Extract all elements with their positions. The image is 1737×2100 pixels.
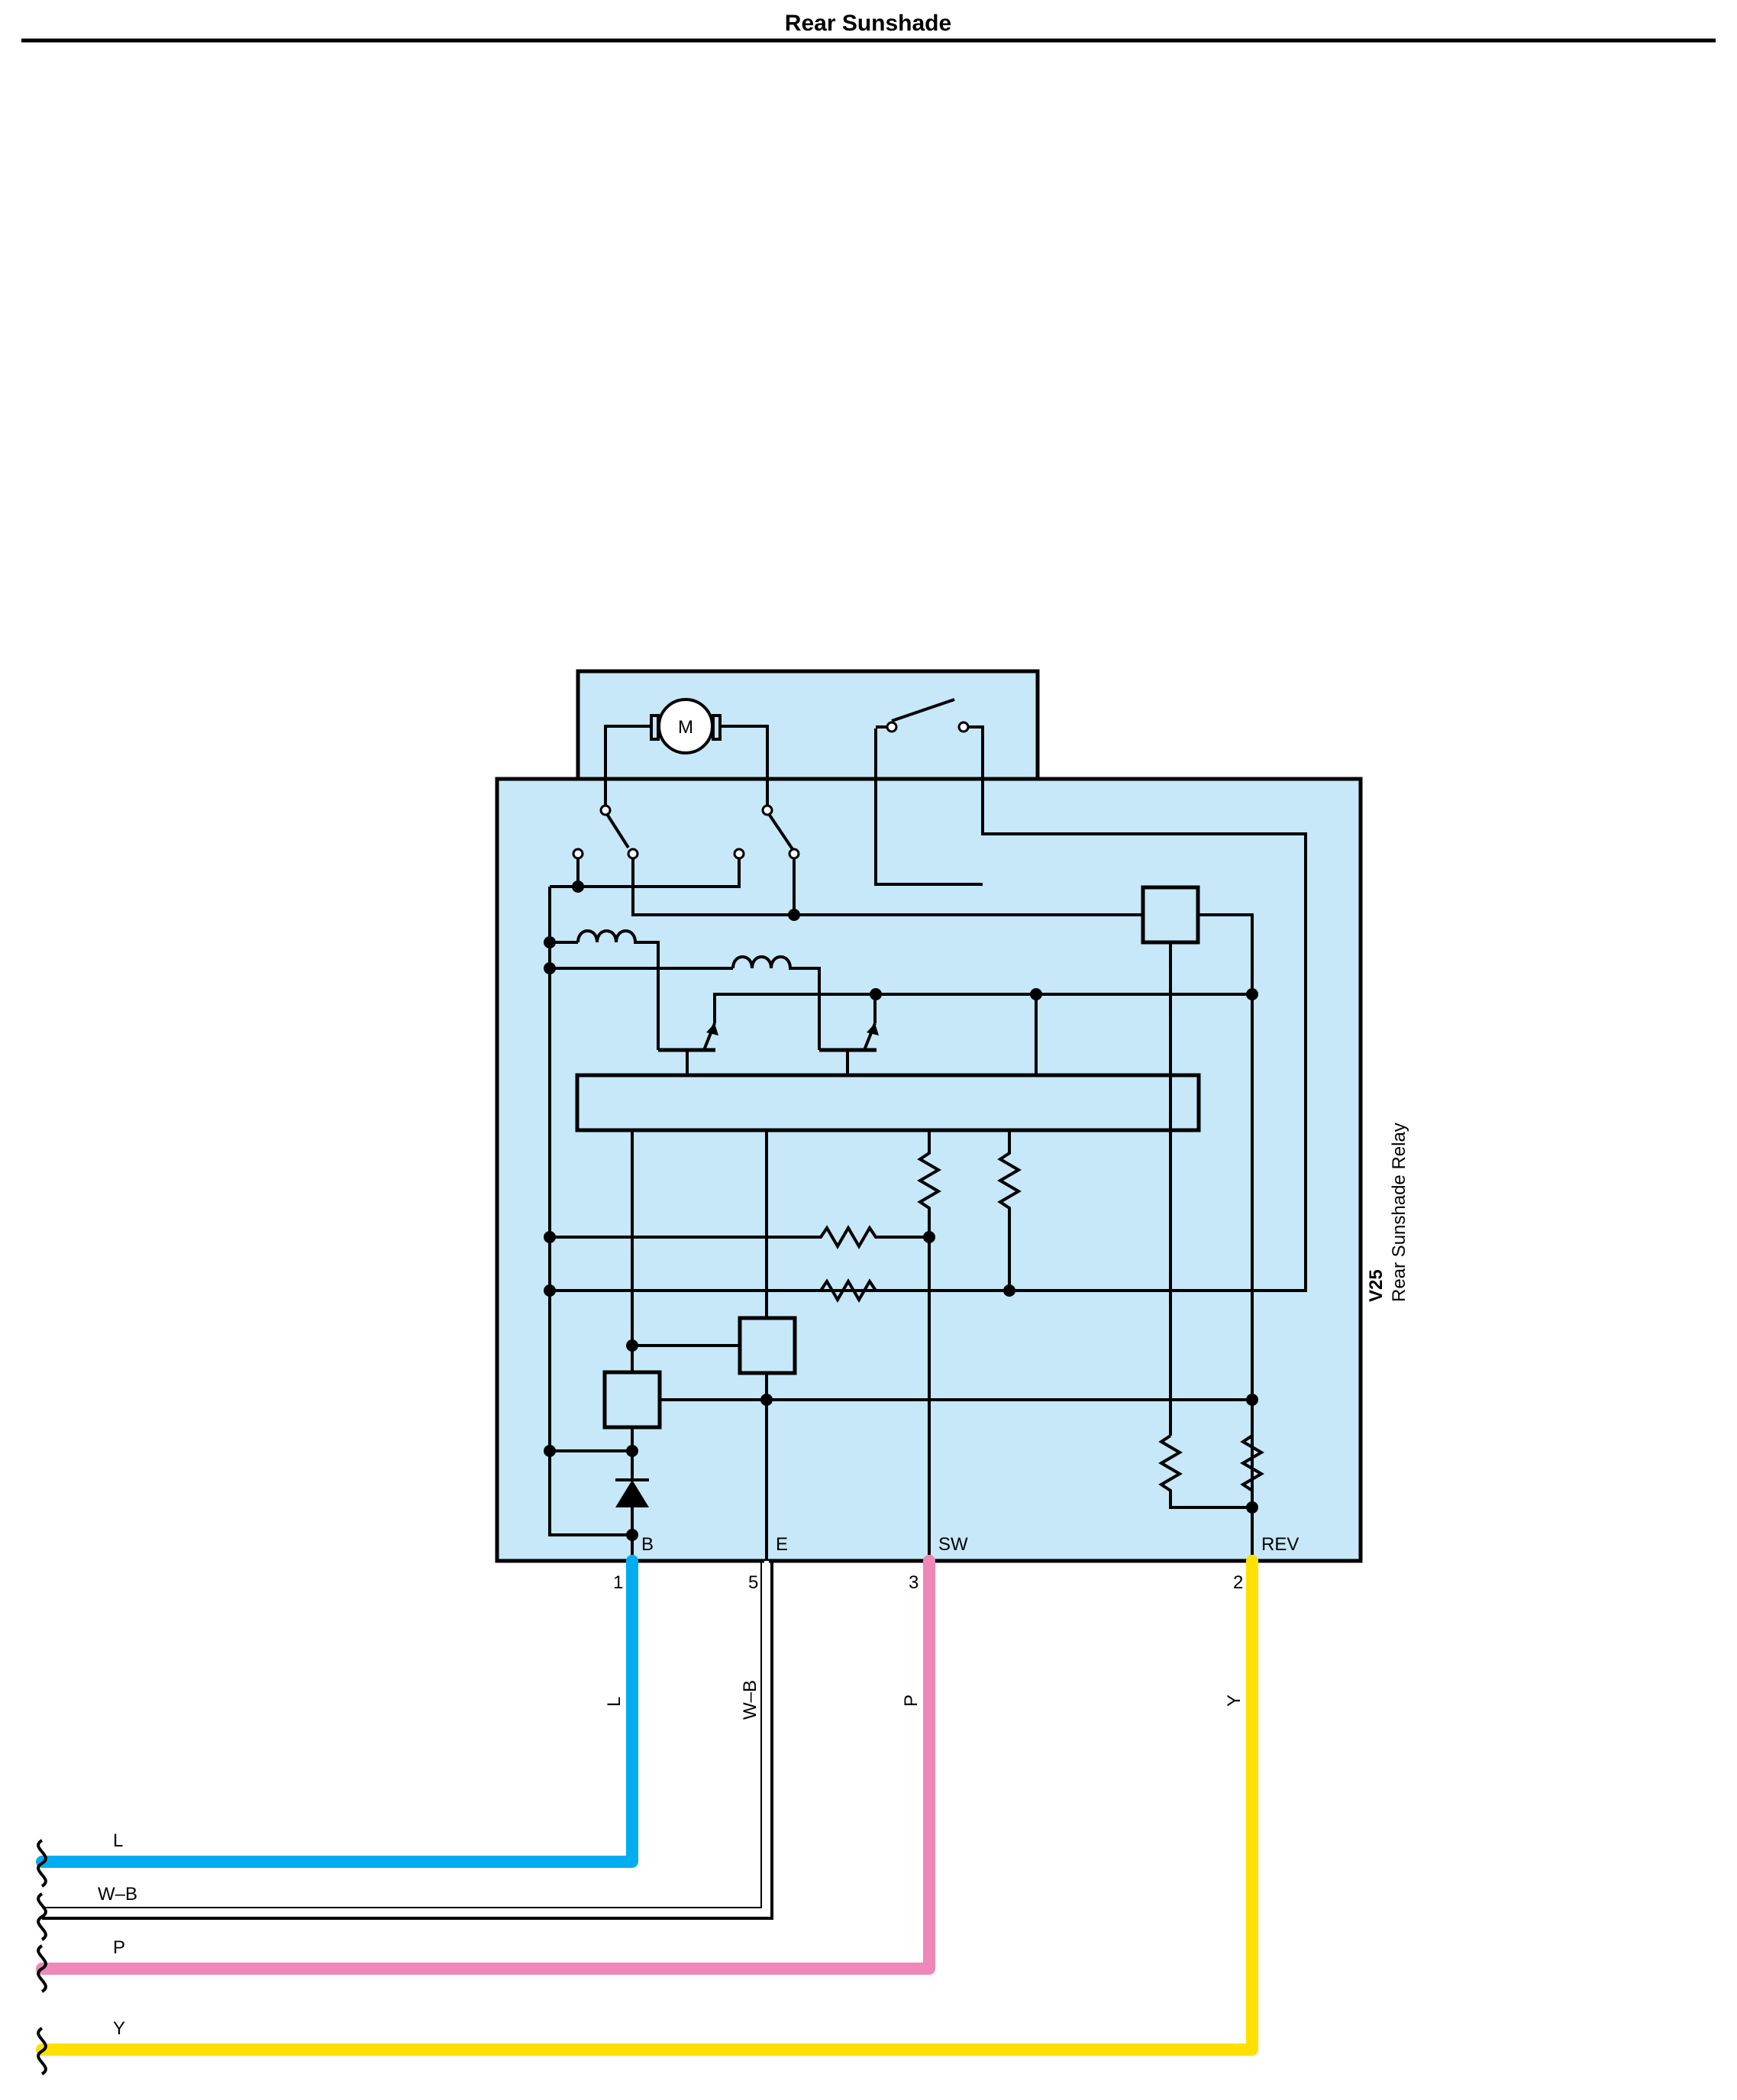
component-label: V25 Rear Sunshade Relay (1366, 1123, 1409, 1302)
wire-label-p: P (113, 1937, 125, 1958)
resistor-h-2 (819, 1278, 877, 1303)
transistor-1 (658, 993, 876, 1075)
wire-label-y: Y (113, 2018, 125, 2039)
relay-coil-1 (576, 929, 660, 1050)
wire-label-p-vertical: P (901, 1695, 922, 1707)
terminal-rev: REV (1261, 1534, 1299, 1555)
ic-leads (631, 1130, 1022, 1561)
terminal-sw: SW (938, 1534, 968, 1555)
pin-number-e: 5 (748, 1572, 758, 1593)
wire-label-w-b-vertical: W–B (740, 1680, 760, 1720)
page-title: Rear Sunshade (785, 11, 951, 36)
relay-contacts (572, 725, 1143, 916)
terminal-b: B (641, 1534, 654, 1555)
wire-l (36, 1555, 638, 1868)
relay-coil-2 (731, 955, 821, 1050)
component-name: Rear Sunshade Relay (1389, 1123, 1409, 1302)
motor-label: M (678, 717, 693, 738)
terminal-e: E (776, 1534, 788, 1555)
wire-y (36, 1555, 1258, 2056)
wire-break-marks (37, 1839, 47, 2076)
resistor-rev-pair (1158, 1400, 1264, 1561)
wire-w-b (42, 1561, 773, 1920)
ic-block-upper (1141, 885, 1254, 1507)
wire-p (36, 1555, 935, 1975)
left-bus (548, 885, 733, 1536)
component-code: V25 (1366, 1269, 1387, 1302)
wire-label-l: L (113, 1830, 123, 1851)
pin-number-rev: 2 (1233, 1572, 1243, 1593)
junction-dots (544, 880, 1258, 1541)
pin-number-sw: 3 (909, 1572, 919, 1593)
resistor-h-1 (550, 1225, 929, 1249)
wire-label-y-vertical: Y (1224, 1695, 1245, 1707)
wire-label-w-b: W–B (98, 1884, 137, 1905)
limit-switch (550, 698, 1307, 1292)
pin-number-b: 1 (613, 1572, 623, 1593)
ic-bar (575, 1073, 1201, 1132)
wire-label-l-vertical: L (604, 1697, 625, 1707)
